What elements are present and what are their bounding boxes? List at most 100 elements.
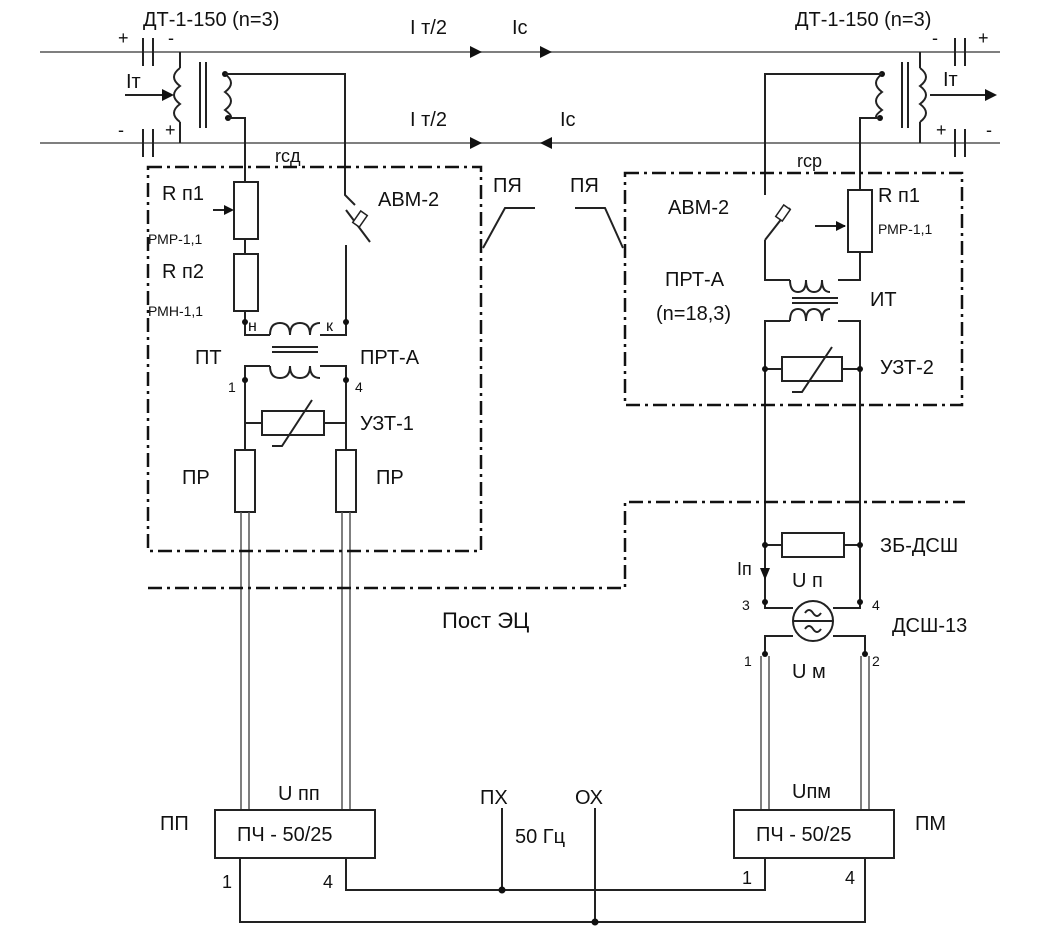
label-ip: Iп [737,559,752,579]
label-dsh13: ДСШ-13 [892,615,967,637]
prt-a-right-primary [789,279,831,294]
label-term-3: 3 [742,597,750,613]
label-pm: ПМ [915,813,946,835]
label-rp2: R п2 [162,261,204,283]
label-dt-left: ДТ-1-150 (n=3) [143,9,279,31]
label-pch-r4: 4 [845,868,855,888]
arrow-it-half-top [470,46,482,58]
label-k-term: к [326,318,334,335]
coil-right-primary [918,67,927,123]
sign-minus-left-top: - [168,28,174,48]
sign-plus-right-bottom: + [936,120,947,140]
label-prta-right: ПРТ-А [665,269,725,291]
label-upm: Uпм [792,781,831,803]
label-rmn: РМН-1,1 [148,303,203,319]
label-pch-l4: 4 [323,872,333,892]
panel-box-right [623,171,964,407]
right-wiring [760,73,882,810]
arrow-ic-top [540,46,552,58]
sign-plus-left-top: + [118,28,129,48]
sign-minus-right-bottom: - [986,120,992,140]
choke-transformer-right [875,52,997,143]
rails [40,38,1000,157]
label-pt: ПТ [195,347,222,369]
label-prta-left: ПРТ-А [360,347,420,369]
label-pya-left: ПЯ [493,175,522,197]
sign-plus-left-bottom: + [165,120,176,140]
plug-pya-right [575,207,624,249]
label-pch-r1: 1 [742,868,752,888]
resistor-rp1-right [847,189,873,253]
coil-left-secondary [223,73,232,120]
panel-box-left [146,165,483,553]
label-pp: ПП [160,813,189,835]
label-it: ИТ [870,289,897,311]
label-rsd: rсд [275,146,301,166]
prt-a-left-secondary [269,365,321,380]
label-it-half-top: I т/2 [410,17,447,39]
sign-minus-right-top: - [932,28,938,48]
label-uzt2: УЗТ-2 [880,357,934,379]
label-avm-left: АВМ-2 [378,189,439,211]
label-rmr-right: РМР-1,1 [878,221,933,237]
converter-pch-right [733,809,895,859]
label-it-half-bottom: I т/2 [410,109,447,131]
label-ic-bottom: Iс [560,109,576,131]
label-ox: ОХ [575,787,603,809]
converter-pch-left [214,809,376,859]
coil-left-primary [173,67,182,123]
label-pya-right: ПЯ [570,175,599,197]
label-pr-left: ПР [182,467,210,489]
arrow-ip [760,568,770,580]
label-term-4a: 4 [355,379,363,395]
label-um: U м [792,661,826,683]
label-pch-right: ПЧ - 50/25 [756,824,852,846]
label-term-1a: 1 [228,379,236,395]
label-up: U п [792,570,823,592]
left-wiring [213,73,371,810]
choke-transformer-left [125,52,232,143]
sign-minus-left-bottom: - [118,120,124,140]
resistor-rp2 [233,253,259,312]
label-uzt1: УЗТ-1 [360,413,414,435]
resistor-zb-dsh [781,532,845,558]
label-term-2: 2 [872,653,880,669]
label-rmr-left: РМР-1,1 [148,231,203,247]
label-dt-right: ДТ-1-150 (n=3) [795,9,931,31]
label-it-left: Iт [126,71,141,93]
label-post: Пост ЭЦ [442,608,529,633]
label-ic-top: Iс [512,17,528,39]
label-rp1-right: R п1 [878,185,920,207]
post-boundary [148,500,965,590]
coil-right-secondary [875,73,884,120]
labels: ДТ-1-150 (n=3) ДТ-1-150 (n=3) I т/2 Iс I… [118,9,992,892]
plug-pya-left [482,207,535,249]
label-term-4b: 4 [872,597,880,613]
resistor-rp1-left [233,181,259,240]
label-avm-right: АВМ-2 [668,197,729,219]
label-n-term: н [248,318,257,335]
label-n-ratio: (n=18,3) [656,303,731,325]
label-term-1b: 1 [744,653,752,669]
bottom-wiring [239,808,866,926]
arrow-it-half-bottom [470,137,482,149]
label-rp1-left: R п1 [162,183,204,205]
arrow-ic-bottom [540,137,552,149]
sign-plus-right-top: + [978,28,989,48]
varistor-uzt1 [261,410,325,436]
label-pch-left: ПЧ - 50/25 [237,824,333,846]
it-transformer-secondary [789,307,831,322]
fuse-pr-right [335,449,357,513]
label-freq: 50 Гц [515,826,565,848]
label-pch-l1: 1 [222,872,232,892]
label-zb-dsh: ЗБ-ДСШ [880,535,958,557]
label-px: ПХ [480,787,508,809]
prt-a-left-primary [269,321,321,336]
label-it-right: Iт [943,69,958,91]
label-pr-right: ПР [376,467,404,489]
fuse-pr-left [234,449,256,513]
label-upp: U пп [278,783,320,805]
label-rsr: rср [797,151,822,171]
